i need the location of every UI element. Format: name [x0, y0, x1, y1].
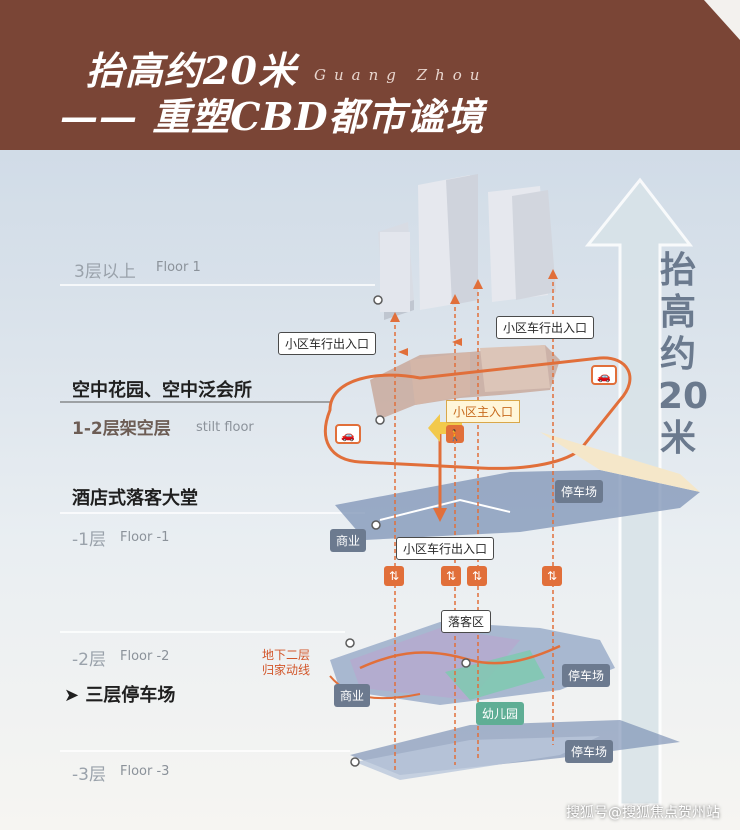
- b2-label-cn: -2层: [72, 650, 106, 670]
- elevator-glyph: ⇅: [389, 569, 399, 583]
- vehicle-loop-road: [324, 356, 632, 470]
- commerce-tag-b1: 商业: [330, 529, 367, 552]
- home-route-line-1: 地下二层: [262, 648, 311, 662]
- car-glyph: 🚗: [597, 370, 611, 383]
- stilt-floor-label-cn: 1-2层架空层: [72, 419, 171, 439]
- side-char: 米: [659, 418, 696, 459]
- side-char: 高: [659, 292, 696, 333]
- height-label-vertical: 抬 高 约 20 米: [658, 250, 709, 460]
- vehicle-entrance-tag-left: 小区车行出入口: [278, 332, 377, 355]
- kindergarten-tag: 幼儿园: [476, 702, 525, 725]
- drop-off-tag: 落客区: [441, 610, 492, 633]
- title-english: Guang Zhou: [314, 66, 488, 84]
- b3-label-cn: -3层: [72, 765, 106, 785]
- b1-label-en: Floor -1: [120, 530, 170, 545]
- home-route-label: 地下二层 归家动线: [262, 648, 310, 678]
- b1-deck: [335, 470, 700, 540]
- watermark-footer: 搜狐号@搜狐焦点贺州站: [566, 805, 720, 821]
- b2-label-en: Floor -2: [120, 649, 170, 664]
- stilt-floor-label-en: stilt floor: [196, 420, 254, 435]
- tower-center: [418, 174, 478, 310]
- b1-label-cn: -1层: [72, 530, 106, 550]
- main-entrance-arrow: [428, 414, 462, 442]
- kindergarten-block: [445, 650, 545, 700]
- side-char: 抬: [659, 250, 696, 291]
- sky-garden-label: 空中花园、空中泛会所: [72, 380, 252, 401]
- home-route-line-2: 归家动线: [262, 663, 311, 677]
- elevator-icons: [384, 566, 562, 586]
- title-line-2: —— 重塑CBD都市谧境: [60, 94, 485, 139]
- b3-label-en: Floor -3: [120, 764, 170, 779]
- title-line-1: 抬高约20米: [86, 48, 297, 93]
- side-char: 约: [659, 334, 696, 375]
- elevator-glyph: ⇅: [446, 569, 456, 583]
- tower-right: [488, 186, 556, 302]
- three-level-parking-label: ➤ 三层停车场: [64, 685, 176, 706]
- parking-tag-b2: 停车场: [562, 664, 611, 687]
- flow-arrowheads: [390, 269, 558, 356]
- vehicle-entrance-tag-right: 小区车行出入口: [496, 316, 595, 339]
- hotel-lobby-label: 酒店式落客大堂: [72, 488, 198, 509]
- vehicle-entrance-tag-b1: 小区车行出入口: [396, 537, 495, 560]
- car-icons: [335, 365, 617, 444]
- main-entrance-tag: 小区主入口: [446, 400, 521, 423]
- title-banner: [0, 0, 740, 150]
- vertical-flow-lines: [394, 275, 554, 770]
- tower-left: [378, 222, 414, 320]
- side-char: 20: [658, 376, 709, 417]
- commerce-tag-b2: 商业: [334, 684, 371, 707]
- elevator-glyph: ⇅: [472, 569, 482, 583]
- car-glyph: 🚗: [341, 429, 355, 442]
- parking-tag-b1: 停车场: [555, 480, 604, 503]
- elevator-glyph: ⇅: [547, 569, 557, 583]
- level-3-label-en: Floor 1: [156, 260, 201, 275]
- pedestrian-glyph: 🚶: [448, 429, 462, 442]
- parking-tag-b3: 停车场: [565, 740, 614, 763]
- level-3-label-cn: 3层以上: [74, 262, 136, 282]
- pointer-dots: [345, 295, 471, 767]
